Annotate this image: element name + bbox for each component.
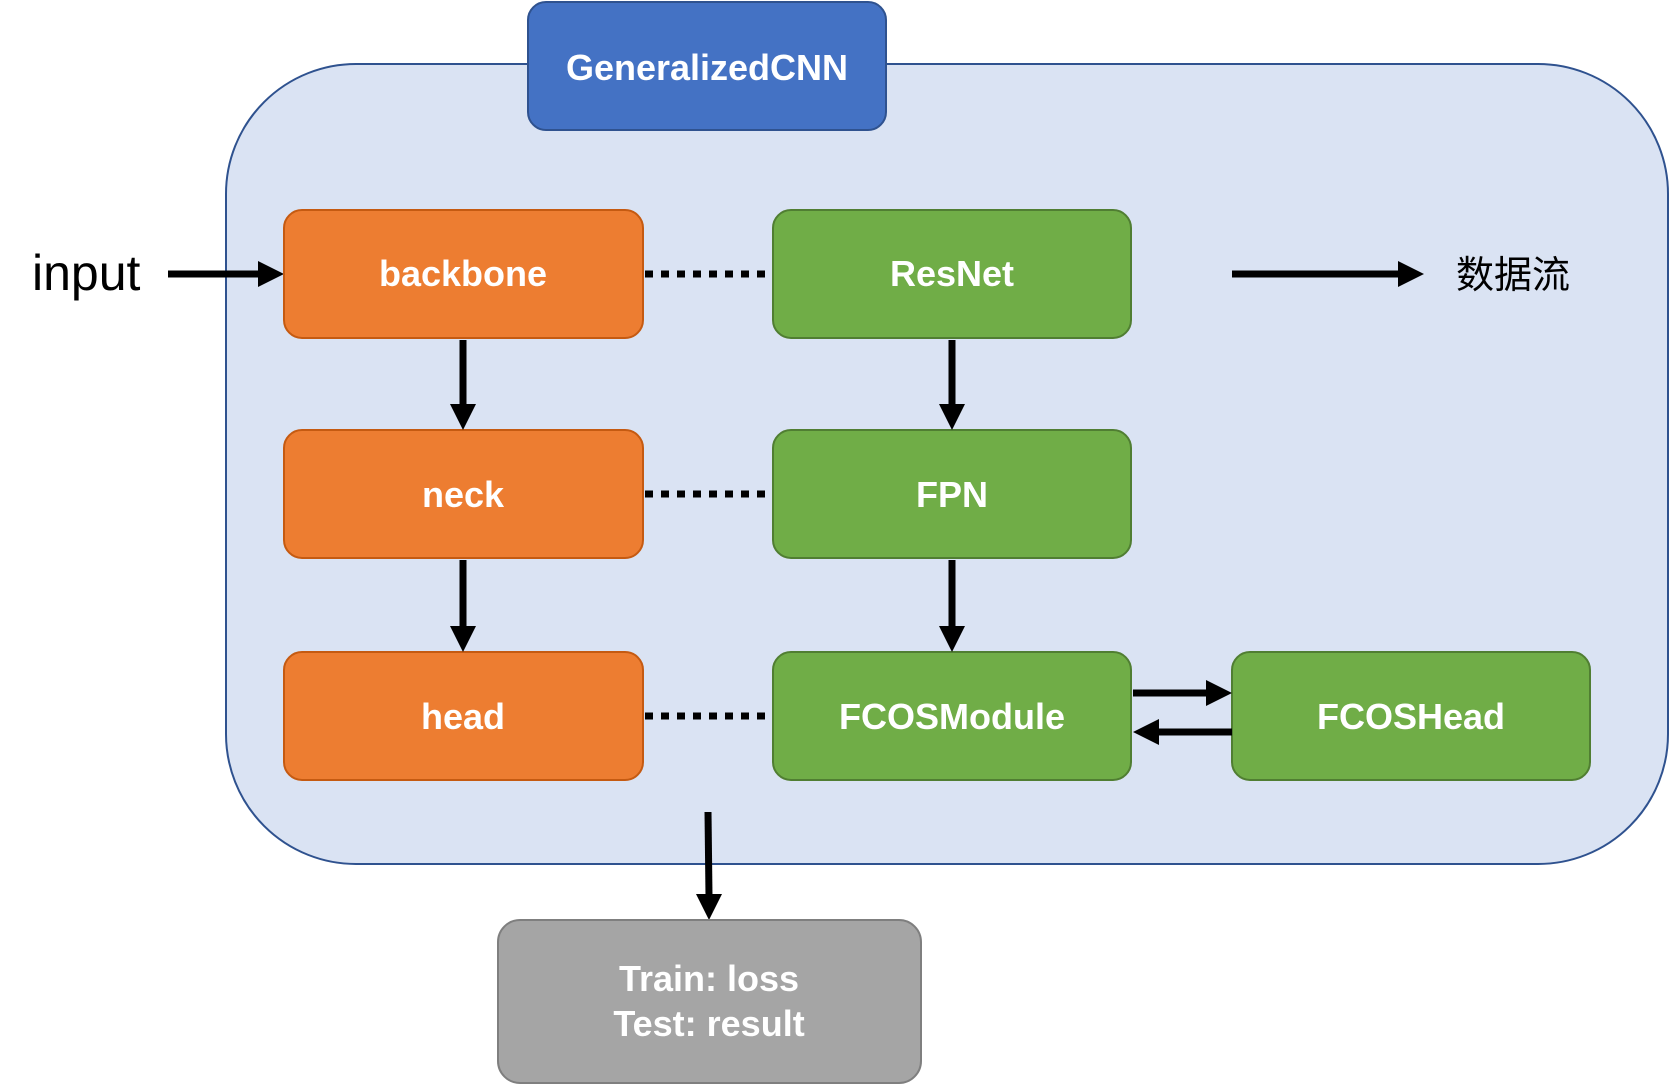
head-label: head — [421, 696, 505, 737]
backbone-label: backbone — [379, 253, 547, 294]
generalized-cnn-title: GeneralizedCNN — [566, 47, 848, 88]
fcos-head-to-fcos-module-arrow — [1133, 719, 1232, 745]
output-box — [497, 919, 922, 1084]
legend-data-flow-label: 数据流 — [1456, 255, 1570, 297]
fcos-module-label: FCOSModule — [839, 696, 1065, 737]
generalized-cnn-title-box — [527, 1, 887, 131]
fpn-label: FPN — [916, 474, 988, 515]
backbone-box — [283, 209, 644, 339]
head-box — [283, 651, 644, 781]
fcos-head-label: FCOSHead — [1317, 696, 1505, 737]
input-arrow — [168, 261, 284, 287]
output-test-label: Test: result — [613, 1003, 804, 1044]
neck-box — [283, 429, 644, 559]
fcos-module-to-fcos-head-arrow — [1133, 680, 1232, 706]
resnet-label: ResNet — [890, 253, 1014, 294]
input-label: input — [32, 245, 141, 301]
backbone-to-neck-arrow — [450, 340, 476, 430]
neck-to-head-arrow — [450, 560, 476, 652]
fpn-to-fcos-module-arrow — [939, 560, 965, 652]
legend-data-flow-arrow — [1232, 261, 1424, 287]
output-train-label: Train: loss — [619, 958, 799, 999]
fcos-head-box — [1231, 651, 1591, 781]
output-arrow — [696, 811, 722, 920]
resnet-box — [772, 209, 1132, 339]
resnet-to-fpn-arrow — [939, 340, 965, 430]
neck-label: neck — [422, 474, 505, 515]
